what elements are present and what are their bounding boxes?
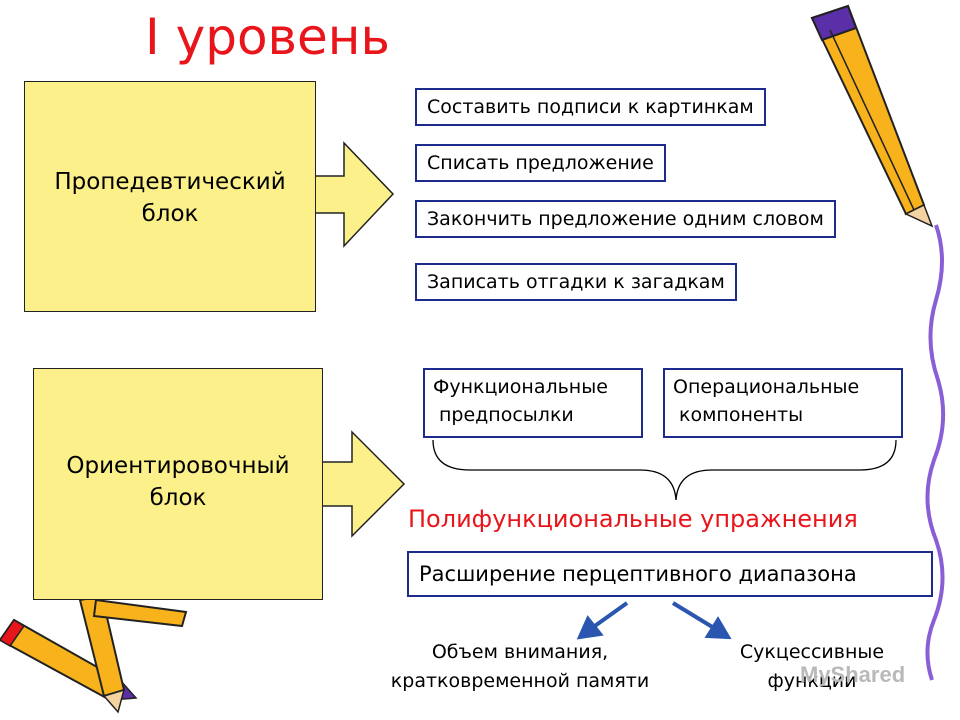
pencils-bottom-left-icon <box>0 594 188 714</box>
perceptual-range-box: Расширение перцептивного диапазона <box>407 551 933 597</box>
task-riddles: Записать отгадки к загадкам <box>415 263 737 301</box>
propaedeutic-block-label: Пропедевтический блок <box>54 169 286 227</box>
task-copy-sentence: Списать предложение <box>415 144 666 182</box>
propaedeutic-arrow <box>313 141 395 248</box>
outcome-arrows <box>576 601 732 640</box>
component-operational: Операциональные компоненты <box>663 368 903 438</box>
task-captions: Составить подписи к картинкам <box>415 88 766 126</box>
pencil-top-right-icon <box>810 4 934 228</box>
orientation-block: Ориентировочный блок <box>33 368 323 600</box>
orientation-arrow <box>321 430 406 538</box>
propaedeutic-block: Пропедевтический блок <box>24 81 316 312</box>
component-functional: Функциональные предпосылки <box>423 368 643 438</box>
decorative-wavy-line <box>925 224 946 681</box>
polyfunctional-heading: Полифункциональные упражнения <box>408 505 858 533</box>
task-finish-sentence: Закончить предложение одним словом <box>415 200 836 238</box>
page-title: I уровень <box>145 8 390 66</box>
curly-brace <box>432 439 897 501</box>
outcome-successive-functions: Сукцессивные функции <box>739 641 885 692</box>
outcome-attention-memory: Объем внимания, кратковременной памяти <box>390 641 650 692</box>
orientation-block-label: Ориентировочный блок <box>66 453 290 511</box>
watermark: MyShared <box>800 662 906 687</box>
